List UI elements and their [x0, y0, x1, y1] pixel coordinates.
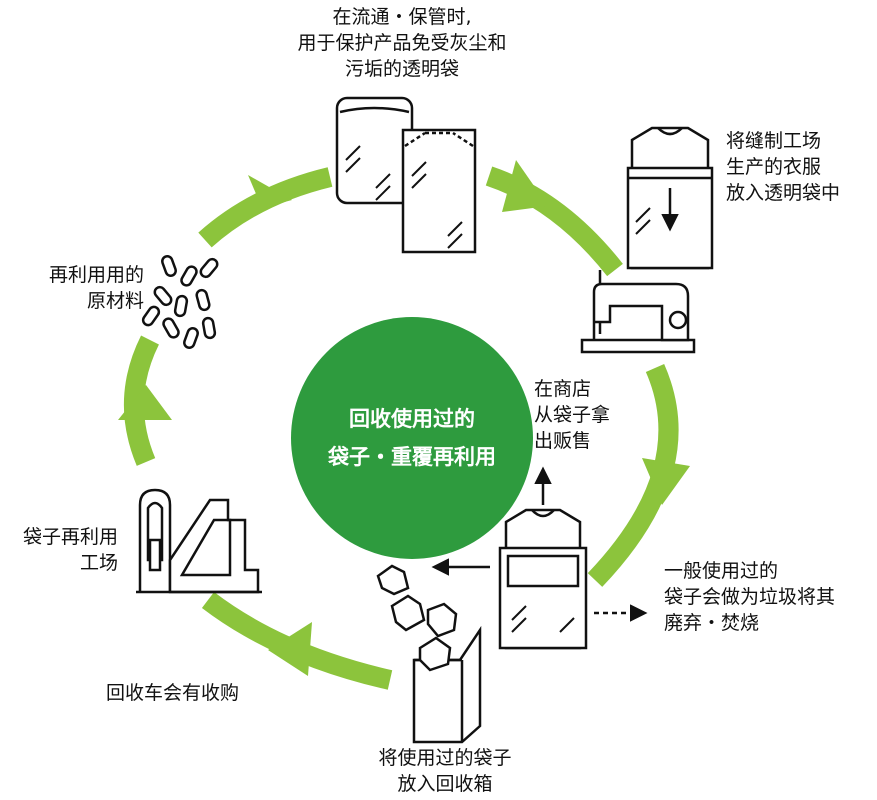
- cycle-arrowhead-2: [642, 458, 690, 505]
- center-circle: [291, 317, 533, 559]
- label-factory-packing: 将缝制工场 生产的衣服 放入透明袋中: [726, 130, 841, 204]
- label-raw-material: 再利用用的 原材料: [48, 264, 144, 312]
- label-transparent-bag: 在流通・保管时, 用于保护产品免受灰尘和 污垢的透明袋: [297, 6, 507, 80]
- center-title: 回收使用过的 袋子・重覆再利用: [328, 407, 496, 469]
- recycling-factory-icon: [136, 488, 262, 594]
- cycle-arrowhead-1: [502, 160, 548, 212]
- transparent-bags-icon: [335, 96, 477, 254]
- label-collection-truck: 回收车会有收购: [106, 682, 240, 704]
- cycle-arc-top-right: [485, 166, 623, 277]
- cycle-arrowhead-4: [118, 385, 172, 420]
- cycle-arrowhead-3: [268, 622, 312, 676]
- pellets-icon: [141, 255, 219, 349]
- label-disposal: 一般使用过的 袋子会做为垃圾将其 廃弃・焚烧: [664, 560, 836, 634]
- shirt-in-bag-icon: [626, 126, 714, 270]
- label-store: 在商店 从袋子拿 出贩售: [534, 378, 611, 452]
- sewing-machine-icon: [580, 270, 696, 354]
- shirt-bag-icon: [498, 508, 588, 650]
- label-recycling-factory: 袋子再利用 工场: [22, 526, 118, 574]
- cycle-arrowhead-5: [248, 175, 292, 208]
- collection-box-icon: [376, 564, 482, 744]
- label-collection-box: 将使用过的袋子 放入回收箱: [378, 747, 512, 795]
